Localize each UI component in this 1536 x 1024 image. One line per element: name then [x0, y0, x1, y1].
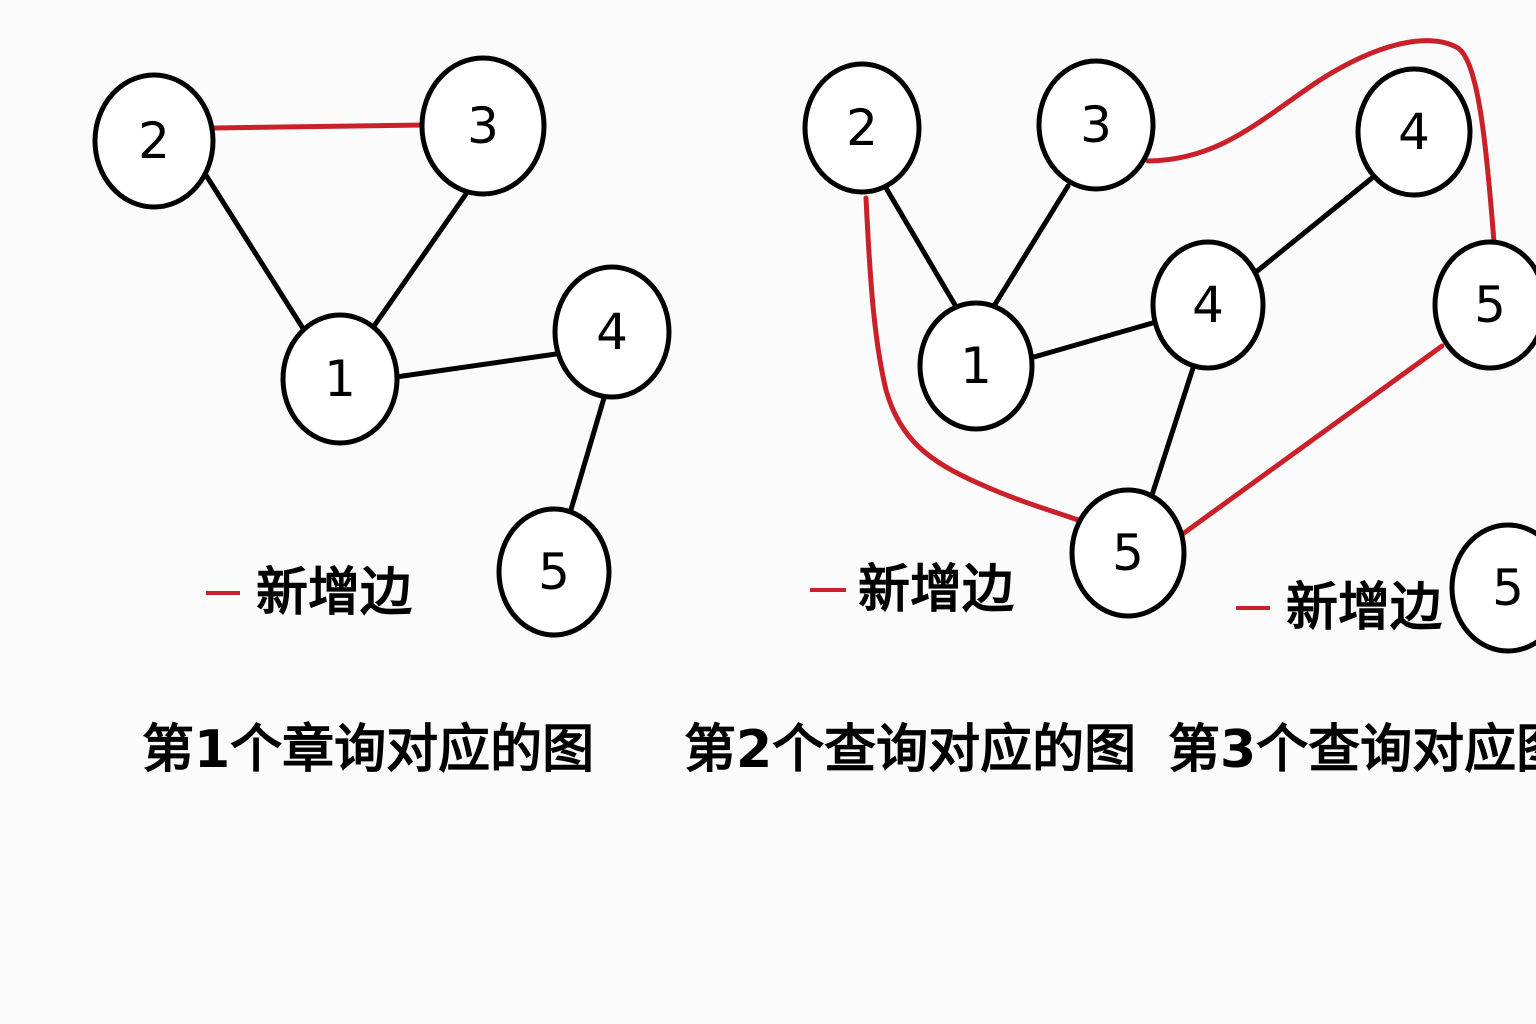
- node-label: 1: [960, 337, 992, 395]
- legend-label: 新增边: [1286, 578, 1442, 638]
- node: 4: [1150, 239, 1266, 371]
- node: 5: [1432, 239, 1536, 371]
- edge-2-1: [883, 185, 961, 313]
- node-label: 4: [596, 303, 628, 361]
- node: 5: [1069, 487, 1187, 619]
- node-label: 2: [846, 99, 878, 157]
- node-label: 5: [1474, 276, 1506, 334]
- node: 3: [419, 55, 547, 197]
- node: 1: [917, 300, 1035, 432]
- node-label: 3: [1080, 96, 1112, 154]
- node-label: 2: [138, 112, 170, 170]
- edge-3-1: [991, 183, 1071, 309]
- node: 3: [1036, 58, 1156, 192]
- node: 1: [280, 312, 400, 446]
- node-label: 1: [324, 350, 356, 408]
- edge-1-4: [1031, 319, 1159, 360]
- node: 5: [1449, 522, 1536, 654]
- legend: 新增边: [206, 563, 412, 623]
- edge-3-1: [371, 191, 469, 329]
- panel-caption: 第2个查询对应的图: [684, 720, 1136, 780]
- node-label: 5: [1112, 524, 1144, 582]
- node-label: 4: [1192, 276, 1224, 334]
- node: 4: [1355, 66, 1473, 198]
- node: 2: [802, 61, 922, 195]
- edge-2-1: [201, 169, 307, 333]
- panel-2: 2 3 4 1 4 5 5 新增边: [684, 38, 1536, 780]
- panel-1: 2 3 1 4 5 新增边 第1个章询对应的图: [92, 55, 672, 780]
- new-edge-2-5: [863, 195, 1081, 523]
- node: 5: [496, 506, 612, 638]
- panel-3: 5 新增边 第3个查询对应图: [1168, 522, 1536, 780]
- edge-4-4: [1253, 175, 1375, 275]
- edge-4-5: [1149, 365, 1196, 498]
- node-label: 4: [1398, 103, 1430, 161]
- panel-caption: 第3个查询对应图: [1168, 720, 1536, 780]
- legend-label: 新增边: [858, 560, 1014, 620]
- node: 2: [92, 72, 216, 210]
- new-edge-2-3: [211, 122, 427, 131]
- legend: 新增边: [810, 560, 1014, 620]
- edge-1-4: [393, 351, 559, 380]
- new-edge-3-5: [1145, 38, 1497, 245]
- legend: 新增边: [1236, 578, 1442, 638]
- legend-label: 新增边: [256, 563, 412, 623]
- node-label: 5: [538, 543, 570, 601]
- new-edge-5-5: [1181, 343, 1445, 536]
- panel-caption: 第1个章询对应的图: [142, 720, 594, 780]
- node: 4: [552, 264, 672, 400]
- node-label: 5: [1492, 559, 1524, 617]
- node-label: 3: [467, 97, 499, 155]
- edge-4-5: [567, 395, 607, 516]
